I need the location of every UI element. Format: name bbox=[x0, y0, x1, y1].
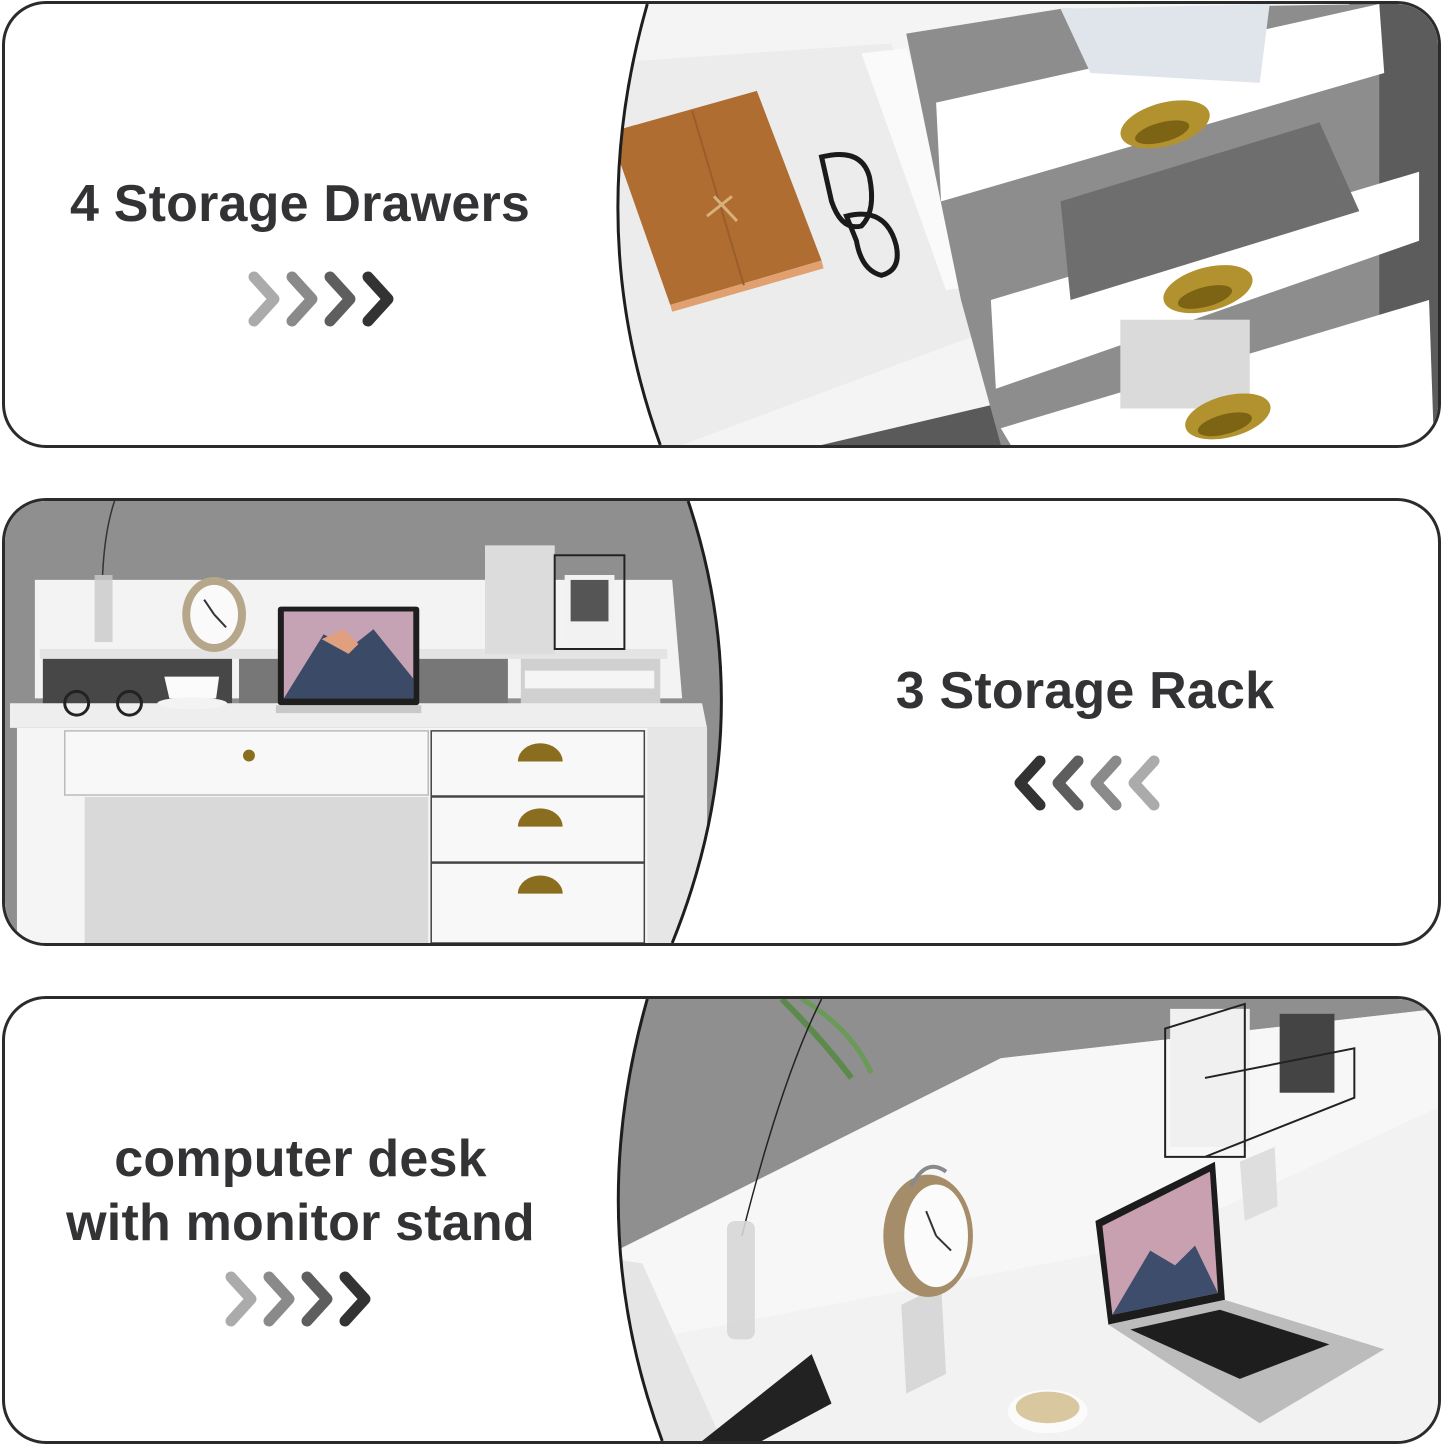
desk-angled-photo bbox=[616, 999, 1438, 1441]
panel-title: 3 Storage Rack bbox=[895, 662, 1275, 720]
panel-title-line-2: with monitor stand bbox=[66, 1194, 535, 1252]
panel-title: computer desk with monitor stand bbox=[13, 1127, 588, 1255]
right-chevrons-icon bbox=[225, 1271, 375, 1327]
drawers-photo bbox=[616, 4, 1438, 445]
feature-panel-storage-drawers: 4 Storage Drawers bbox=[2, 1, 1441, 448]
panel-title-line-1: computer desk bbox=[114, 1130, 487, 1188]
feature-panel-monitor-stand: computer desk with monitor stand bbox=[2, 996, 1441, 1444]
feature-panel-storage-rack: 3 Storage Rack bbox=[2, 498, 1441, 946]
left-chevrons-icon bbox=[1010, 755, 1160, 811]
right-chevrons-icon bbox=[248, 271, 398, 327]
desk-hutch-photo bbox=[5, 501, 723, 943]
panel-title: 4 Storage Drawers bbox=[69, 175, 531, 233]
